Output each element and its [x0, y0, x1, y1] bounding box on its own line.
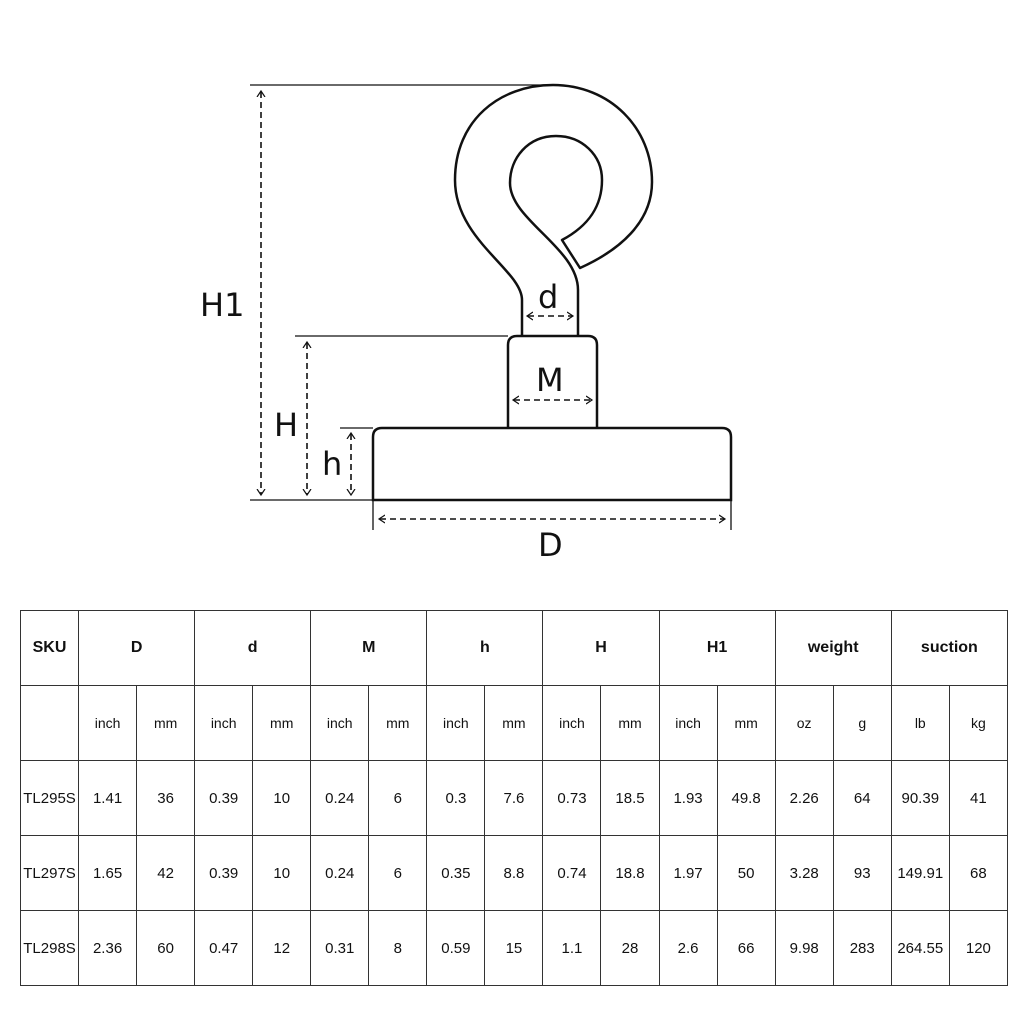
group-header: d [194, 610, 312, 686]
value-cell: 0.73 [542, 760, 602, 836]
value-cell: 2.36 [78, 910, 138, 986]
value-cell: 36 [136, 760, 196, 836]
eye-hook [453, 83, 654, 335]
value-cell: 1.65 [78, 835, 138, 911]
table-row: TL298S 2.36 60 0.47 12 0.31 8 0.59 15 1.… [19, 910, 1009, 986]
header-row: SKU D d M h H H1 weight suction [19, 610, 1009, 686]
value-cell: 6 [368, 760, 428, 836]
label-h: h [322, 445, 342, 483]
value-cell: 28 [600, 910, 660, 986]
spec-table: SKU D d M h H H1 weight suction inch mm … [19, 610, 1009, 986]
value-cell: 10 [252, 835, 312, 911]
sku-cell: TL295S [19, 760, 80, 836]
value-cell: 18.5 [600, 760, 660, 836]
value-cell: 66 [716, 910, 776, 986]
group-header: suction [890, 610, 1009, 686]
value-cell: 93 [832, 835, 892, 911]
magnet-base [371, 426, 733, 502]
group-header: weight [774, 610, 892, 686]
value-cell: 41 [948, 760, 1009, 836]
value-cell: 8.8 [484, 835, 544, 911]
value-cell: 3.28 [774, 835, 834, 911]
unit-cell: lb [890, 685, 950, 761]
unit-cell: mm [600, 685, 660, 761]
value-cell: 15 [484, 910, 544, 986]
group-header: H1 [658, 610, 776, 686]
group-header: M [310, 610, 428, 686]
group-header: D [78, 610, 196, 686]
unit-cell: inch [426, 685, 486, 761]
value-cell: 120 [948, 910, 1009, 986]
label-M: M [536, 361, 564, 399]
value-cell: 50 [716, 835, 776, 911]
value-cell: 18.8 [600, 835, 660, 911]
group-header: H [542, 610, 660, 686]
value-cell: 42 [136, 835, 196, 911]
value-cell: 6 [368, 835, 428, 911]
value-cell: 0.74 [542, 835, 602, 911]
table-row: TL295S 1.41 36 0.39 10 0.24 6 0.3 7.6 0.… [19, 760, 1009, 836]
unit-cell: mm [716, 685, 776, 761]
collar-body [506, 334, 599, 428]
unit-cell: inch [194, 685, 254, 761]
value-cell: 0.35 [426, 835, 486, 911]
value-cell: 0.31 [310, 910, 370, 986]
dimension-lines [261, 92, 724, 519]
group-header: h [426, 610, 544, 686]
unit-cell: inch [310, 685, 370, 761]
unit-cell: mm [252, 685, 312, 761]
label-D: D [538, 526, 563, 564]
value-cell: 7.6 [484, 760, 544, 836]
label-H1: H1 [200, 286, 244, 324]
value-cell: 68 [948, 835, 1009, 911]
value-cell: 283 [832, 910, 892, 986]
value-cell: 2.26 [774, 760, 834, 836]
value-cell: 149.91 [890, 835, 950, 911]
sku-cell: TL297S [19, 835, 80, 911]
table-row: TL297S 1.65 42 0.39 10 0.24 6 0.35 8.8 0… [19, 835, 1009, 911]
unit-cell: oz [774, 685, 834, 761]
value-cell: 1.93 [658, 760, 718, 836]
unit-cell: mm [136, 685, 196, 761]
unit-cell: mm [484, 685, 544, 761]
value-cell: 0.39 [194, 835, 254, 911]
value-cell: 1.41 [78, 760, 138, 836]
extension-lines [250, 84, 732, 530]
value-cell: 0.24 [310, 760, 370, 836]
unit-cell: kg [948, 685, 1009, 761]
value-cell: 49.8 [716, 760, 776, 836]
value-cell: 0.59 [426, 910, 486, 986]
value-cell: 0.24 [310, 835, 370, 911]
label-H: H [274, 406, 298, 444]
value-cell: 60 [136, 910, 196, 986]
value-cell: 8 [368, 910, 428, 986]
value-cell: 264.55 [890, 910, 950, 986]
value-cell: 9.98 [774, 910, 834, 986]
unit-cell: inch [658, 685, 718, 761]
value-cell: 64 [832, 760, 892, 836]
unit-row: inch mm inch mm inch mm inch mm inch mm … [19, 685, 1009, 761]
unit-cell: inch [78, 685, 138, 761]
technical-diagram: H1 d M H h D [200, 83, 733, 564]
value-cell: 10 [252, 760, 312, 836]
value-cell: 1.97 [658, 835, 718, 911]
unit-cell: g [832, 685, 892, 761]
value-cell: 2.6 [658, 910, 718, 986]
value-cell: 0.39 [194, 760, 254, 836]
unit-cell: mm [368, 685, 428, 761]
value-cell: 90.39 [890, 760, 950, 836]
value-cell: 1.1 [542, 910, 602, 986]
label-d: d [538, 278, 558, 316]
unit-cell: inch [542, 685, 602, 761]
value-cell: 0.47 [194, 910, 254, 986]
sku-cell: TL298S [19, 910, 80, 986]
value-cell: 12 [252, 910, 312, 986]
value-cell: 0.3 [426, 760, 486, 836]
sku-header: SKU [19, 610, 80, 686]
unit-cell-empty [19, 685, 80, 761]
